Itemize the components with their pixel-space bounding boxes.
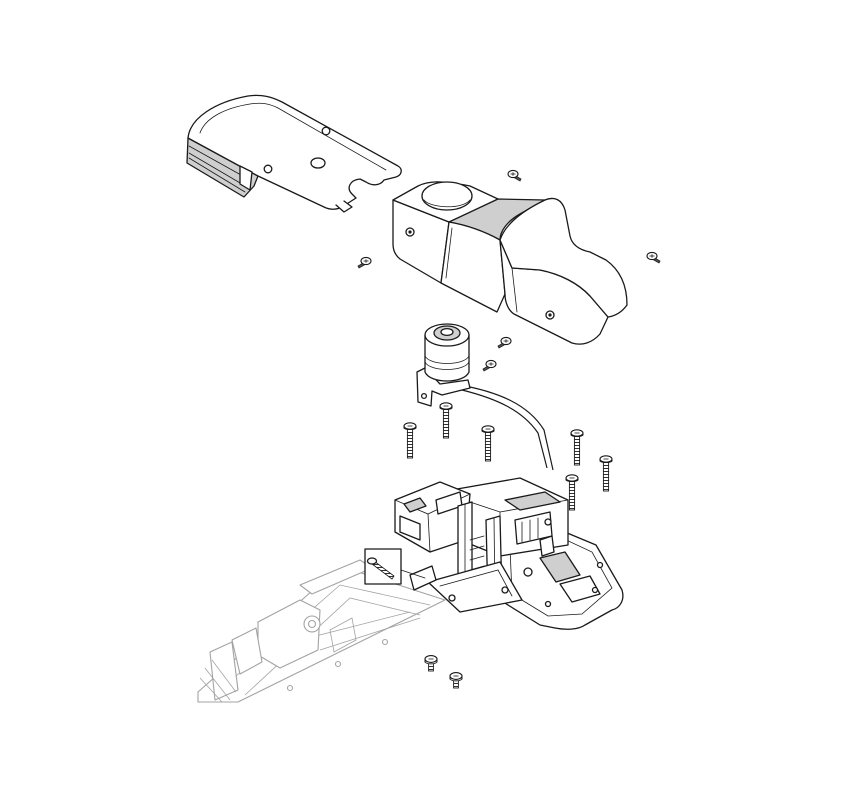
screw-icon bbox=[646, 251, 661, 264]
solenoid-motor bbox=[416, 323, 554, 471]
plate-hole bbox=[321, 126, 331, 136]
arm-rail bbox=[197, 559, 446, 703]
long-screw-icon bbox=[439, 402, 453, 439]
screw-icon bbox=[482, 359, 497, 372]
main-housing-cover bbox=[392, 181, 628, 345]
screw-icon bbox=[357, 256, 372, 269]
screw-icon bbox=[497, 336, 512, 349]
motor-wire bbox=[461, 389, 548, 469]
plate-hole bbox=[263, 164, 273, 174]
screw-icon bbox=[424, 655, 438, 672]
screw-icon bbox=[449, 672, 463, 689]
long-screw-icon bbox=[570, 429, 584, 466]
long-screw-icon bbox=[403, 422, 417, 459]
detail-inset-box bbox=[364, 548, 426, 585]
top-cover-plate bbox=[186, 94, 402, 213]
plate-ring bbox=[310, 157, 326, 169]
base-mechanism bbox=[394, 477, 624, 630]
housing-cylinder-opening bbox=[421, 181, 473, 211]
screw-icon bbox=[507, 169, 522, 182]
long-screw-icon bbox=[481, 425, 495, 462]
long-screw-icon bbox=[599, 455, 613, 492]
motor-wire bbox=[459, 384, 554, 471]
